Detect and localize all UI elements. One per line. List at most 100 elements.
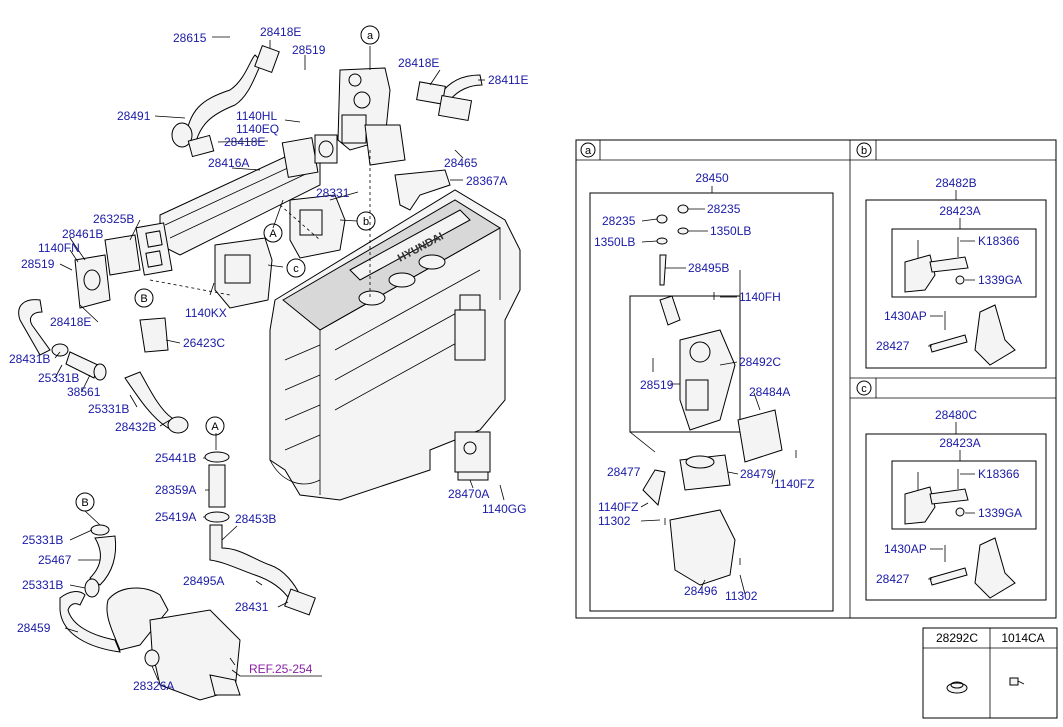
panel-c-28427: 28427 xyxy=(876,572,910,586)
label-25419A: 25419A xyxy=(155,510,196,524)
label-28411E: 28411E xyxy=(488,73,528,87)
label-a-11302-r: 11302 xyxy=(725,589,758,603)
label-28491: 28491 xyxy=(117,109,151,123)
label-a-28235-l: 28235 xyxy=(602,214,636,228)
panel-b-assy: 28482B xyxy=(935,176,976,190)
callout-c: c xyxy=(293,263,299,275)
labels-panels: a 28450 28235 28235 1350LB 1350LB 28495B… xyxy=(580,142,1045,645)
label-28465: 28465 xyxy=(444,156,478,170)
panel-c-parts xyxy=(904,422,1016,599)
label-a-1350LB-l: 1350LB xyxy=(594,235,635,249)
panel-b-1430AP: 1430AP xyxy=(884,309,927,323)
label-a-28519: 28519 xyxy=(640,378,674,392)
panel-c-1430AP: 1430AP xyxy=(884,542,927,556)
label-a-11302-l: 11302 xyxy=(598,514,631,528)
panel-a-tag: a xyxy=(585,145,592,157)
label-a-1140FZ-l: 1140FZ xyxy=(598,500,638,514)
detail-panels xyxy=(575,139,1058,719)
label-25331B-2: 25331B xyxy=(88,402,129,416)
label-28519-2: 28519 xyxy=(21,257,55,271)
label-28418E-4: 28418E xyxy=(50,315,91,329)
egr-pipe-28491 xyxy=(171,44,280,158)
pipe-28432B xyxy=(124,371,189,434)
label-28431B: 28431B xyxy=(9,352,50,366)
label-28431: 28431 xyxy=(235,600,269,614)
label-a-1140FZ-r: 1140FZ xyxy=(774,477,814,491)
hose-28431B xyxy=(18,299,107,381)
label-1140GG: 1140GG xyxy=(482,502,526,516)
callout-A: A xyxy=(269,228,277,240)
label-28326A: 28326A xyxy=(133,679,174,693)
panel-b-sub: 28423A xyxy=(939,204,980,218)
egr-pipe-28411E xyxy=(416,74,483,122)
label-28453B: 28453B xyxy=(235,512,276,526)
label-26325B: 26325B xyxy=(93,212,134,226)
panel-c-assy: 28480C xyxy=(935,408,977,422)
label-1140KX: 1140KX xyxy=(185,306,227,320)
panel-b-1339GA: 1339GA xyxy=(978,273,1022,287)
callout-A-2: A xyxy=(211,421,219,433)
label-1140HL: 1140HL xyxy=(236,109,277,123)
label-28367A: 28367A xyxy=(466,174,507,188)
label-1140EQ: 1140EQ xyxy=(236,122,279,136)
label-28519-1: 28519 xyxy=(292,43,326,57)
label-1140FN: 1140FN xyxy=(38,241,80,255)
egr-left-fittings xyxy=(74,234,169,353)
label-a-28492C: 28492C xyxy=(739,355,781,369)
panel-c-sub: 28423A xyxy=(939,436,980,450)
label-a-28477: 28477 xyxy=(607,465,641,479)
label-a-28496: 28496 xyxy=(684,584,718,598)
label-28495A: 28495A xyxy=(183,574,224,588)
panel-c-k18366: K18366 xyxy=(978,467,1020,481)
panel-b-k18366: K18366 xyxy=(978,234,1020,248)
table-parts xyxy=(946,677,1025,694)
labels-main: 28615 28418E 28519 a 28418E 28411E 28491… xyxy=(9,25,528,693)
leader-lines-main xyxy=(54,36,505,681)
label-25331B-3: 25331B xyxy=(22,533,63,547)
label-28416A: 28416A xyxy=(208,156,249,170)
panel-b-parts xyxy=(904,190,1016,366)
label-25467: 25467 xyxy=(38,553,72,567)
egr-valve-b xyxy=(289,194,346,259)
table-col-1014CA: 1014CA xyxy=(1001,631,1044,645)
label-a-28479: 28479 xyxy=(740,467,774,481)
bracket-28367A xyxy=(394,169,451,211)
egr-cooler xyxy=(135,137,321,276)
ref-link[interactable]: REF.25-254 xyxy=(249,662,313,676)
table-col-28292C: 28292C xyxy=(936,631,978,645)
panel-c-tag: c xyxy=(861,383,867,395)
label-26423C: 26423C xyxy=(183,336,225,350)
callout-B-2: B xyxy=(81,497,88,509)
label-a-28235-r: 28235 xyxy=(707,202,741,216)
label-28418E-2: 28418E xyxy=(398,56,439,70)
engine-block: HYUNDAI xyxy=(269,189,521,501)
label-28615: 28615 xyxy=(173,31,207,45)
label-28418E-1: 28418E xyxy=(260,25,301,39)
label-28359A: 28359A xyxy=(155,483,196,497)
label-a-1350LB-r: 1350LB xyxy=(710,224,751,238)
label-a-28484A: 28484A xyxy=(749,385,790,399)
callout-a-top: a xyxy=(367,30,374,42)
panel-c-1339GA: 1339GA xyxy=(978,506,1022,520)
label-25331B-1: 25331B xyxy=(38,371,79,385)
label-25441B: 25441B xyxy=(155,451,196,465)
hose-28459 xyxy=(59,587,241,701)
label-28432B: 28432B xyxy=(115,420,156,434)
egr-valve-28470A xyxy=(454,431,491,481)
hose-28359A xyxy=(204,451,230,523)
pipe-28453B xyxy=(209,524,316,616)
label-a-1140FH: 1140FH xyxy=(739,290,781,304)
label-28418E-3: 28418E xyxy=(224,135,265,149)
callout-b: b xyxy=(363,216,369,228)
panel-a-assy: 28450 xyxy=(695,171,729,185)
panel-b-tag: b xyxy=(861,145,867,157)
panel-b-28427: 28427 xyxy=(876,339,910,353)
label-28459: 28459 xyxy=(17,621,51,635)
egr-valve-c xyxy=(214,237,273,309)
label-a-28495B: 28495B xyxy=(688,261,729,275)
label-28470A: 28470A xyxy=(448,487,489,501)
panel-a-parts xyxy=(640,204,797,595)
callout-B: B xyxy=(140,293,147,305)
label-25331B-4: 25331B xyxy=(22,578,63,592)
